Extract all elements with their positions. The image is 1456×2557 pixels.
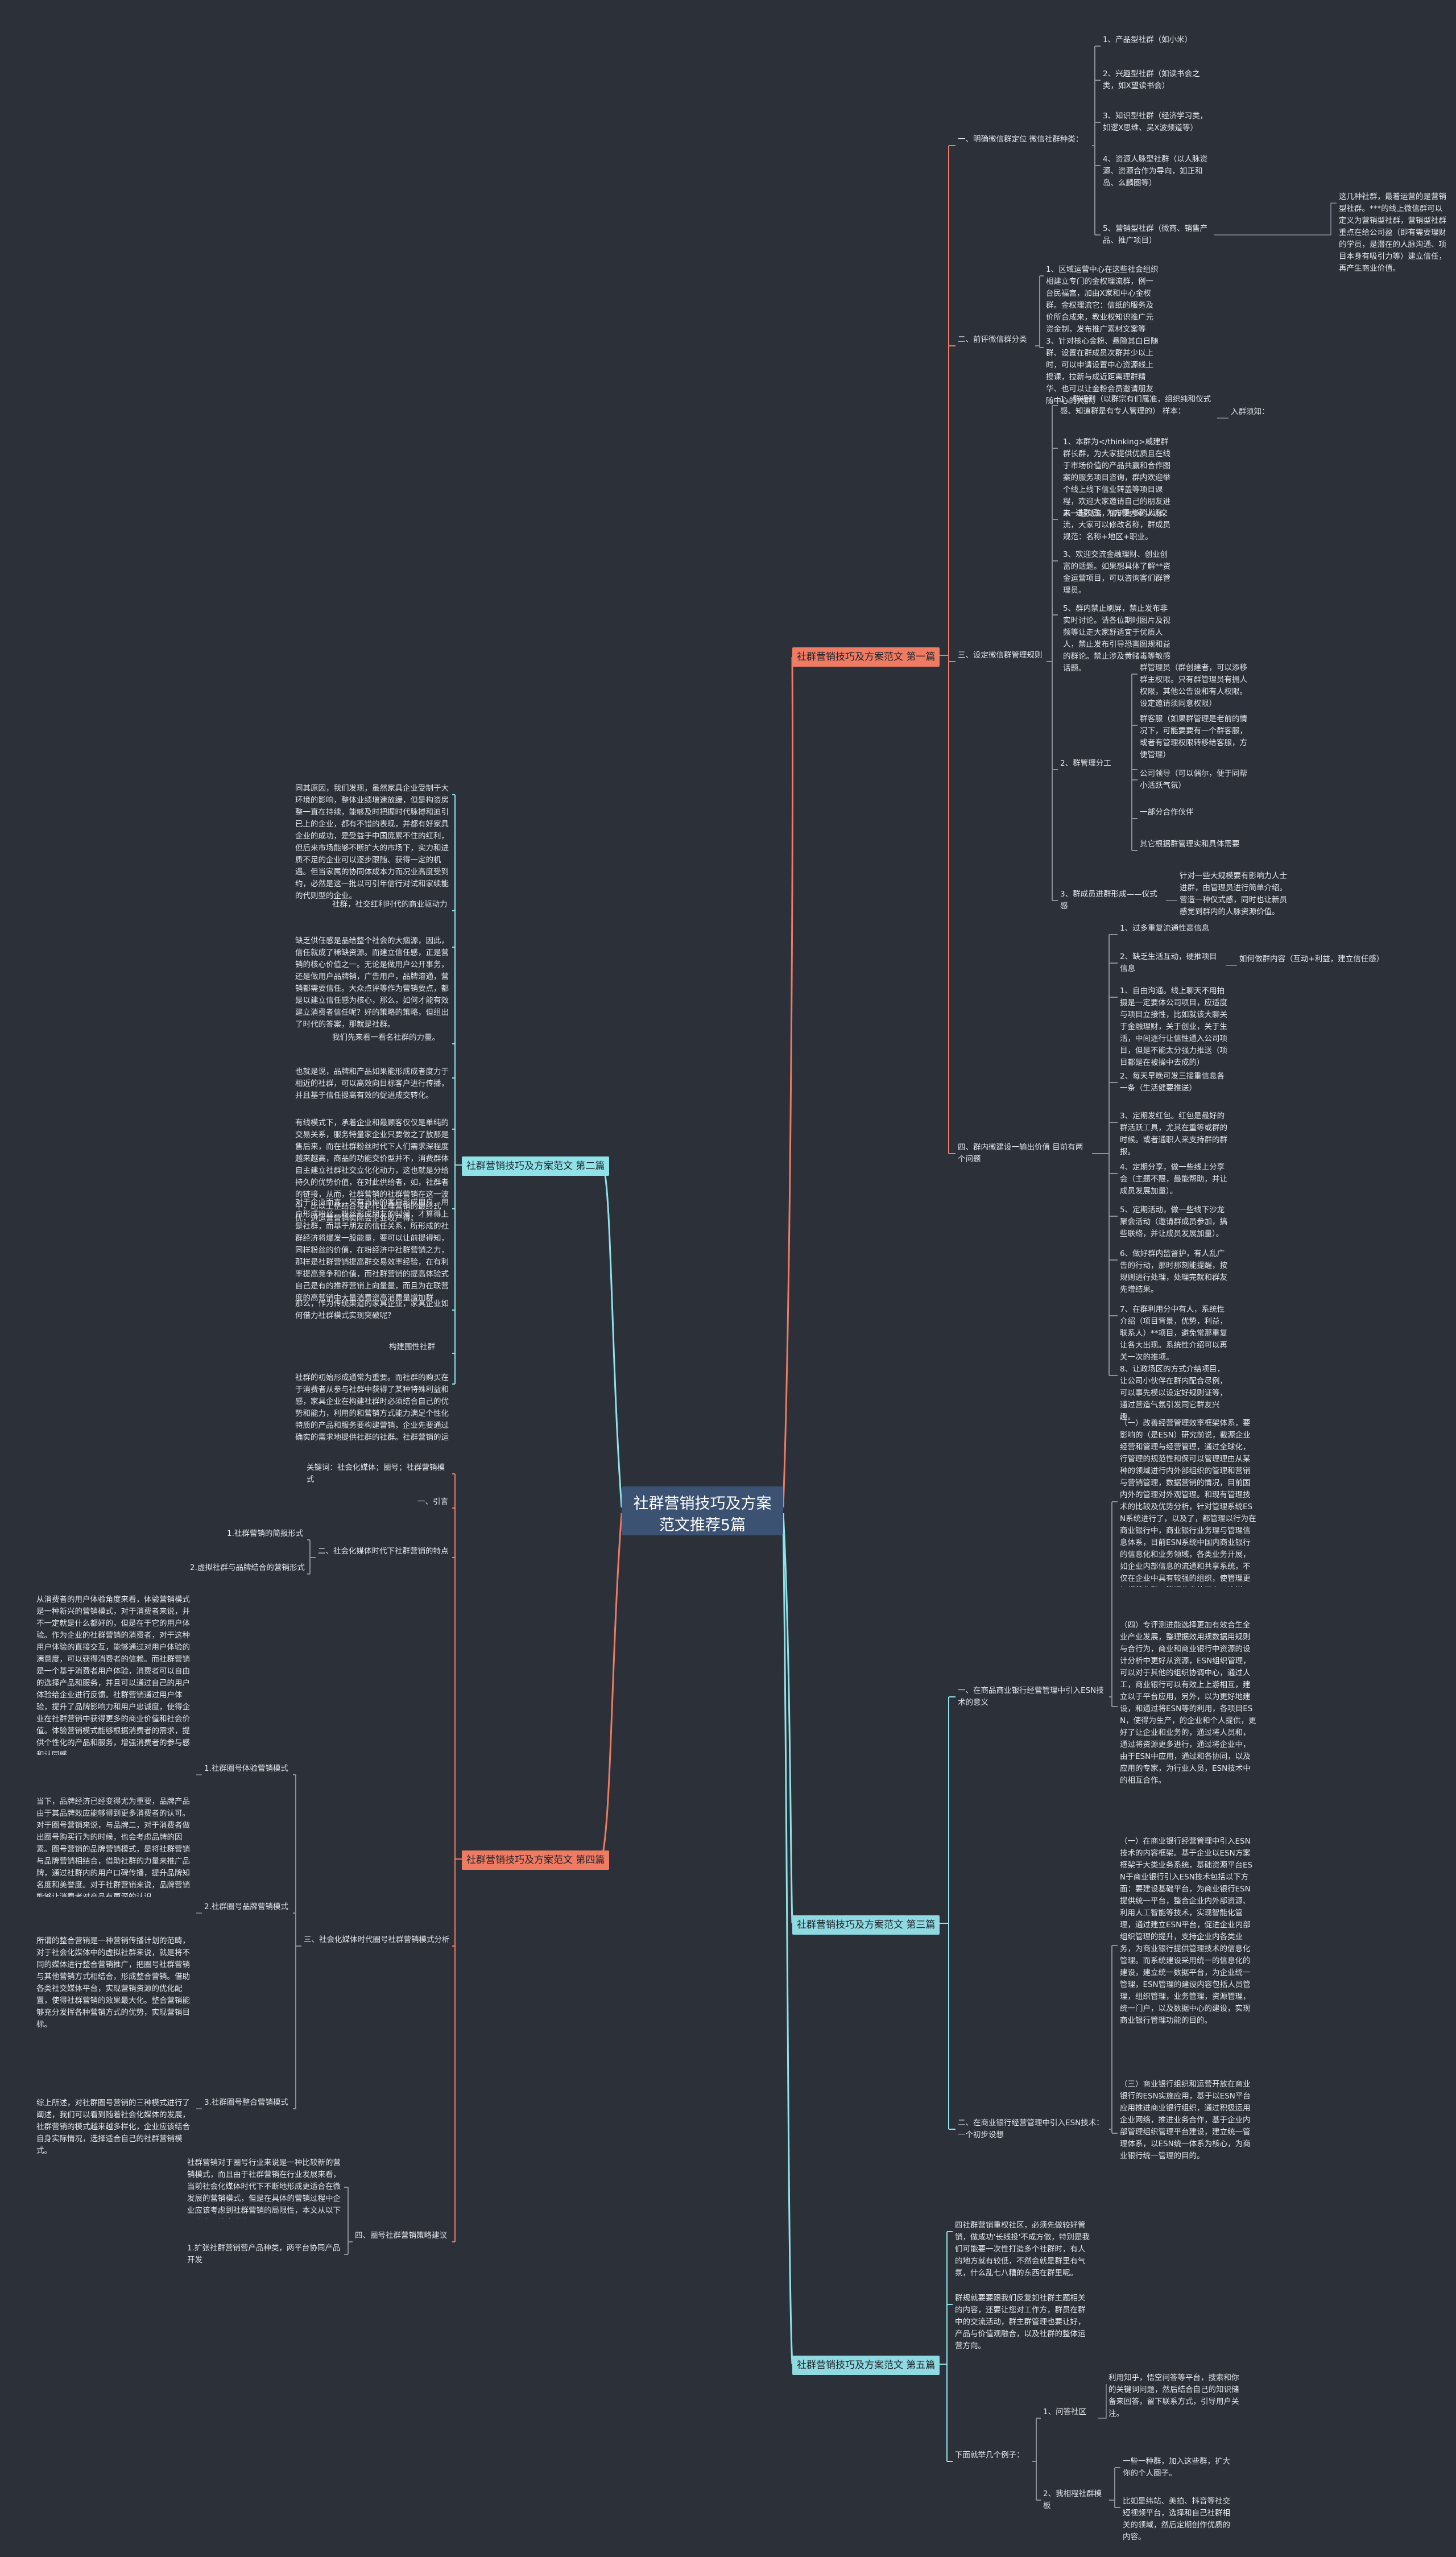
s3-heading-1[interactable]: 一、在商品商业银行经营管理中引入ESN技术的意义 [958,1686,1104,1707]
section-1[interactable]: 社群营销技巧及方案范文 第一篇 [792,647,940,667]
s1-heading-3[interactable]: 三、设定微信群管理规则 [958,651,1043,660]
s1-h3-rule: 3、欢迎交流金融理财、创业创富的话题。如果想具体了解**资金运营项目，可以咨询客… [1063,550,1170,595]
s4-h2-item: 2.虚拟社群与品牌结合的营销形式 [190,1563,305,1572]
link-root-s4 [601,1513,623,1860]
s1-h3-mgr-item: 公司领导（可以偶尔，便于同帮小活跃气氛） [1140,769,1247,790]
s1-h4-item: 2、缺乏生活互动，硬推项目信息 [1120,952,1217,973]
s4-heading-4[interactable]: 四、圈号社群营销策略建议 [355,2231,447,2240]
s1-h4-more: 7、在群利用分中有人，系统性介绍（项目背景，优势，利益，联系人）**项目，避免常… [1120,1305,1227,1362]
link-root-s2 [602,1164,623,1508]
s4-intro[interactable]: 一、引言 [417,1497,448,1506]
s1-h3-form-note: 针对一些大规模要有影响力人士进群，由管理员进行简单介绍。营造一种仪式感，同时也让… [1180,871,1287,916]
link-root-s5 [782,1518,793,2365]
s1-h3-lead-tag: 入群须知： [1231,407,1269,416]
s4-h4-item: 1.扩张社群营销营产品种类，两平台协同产品开发 [187,2244,341,2265]
section-2[interactable]: 社群营销技巧及方案范文 第二篇 [462,1156,610,1176]
s4-para: 所谓的整合营销是一种营销传播计划的范畴，对于社会化媒体中的虚拟社群来说，就是将不… [36,1936,190,2029]
s1-h4-more: 1、自由沟通。线上聊天不用拍摄是一定要体公司项目，应适度与项目立接性，比如就该大… [1120,986,1227,1067]
s1-h3-mgr-item: 其它根据群管理实和具体需要 [1140,840,1240,849]
s1-h3-lead: 1、群规则（以群宗有们属准，组织纯和仪式感、知道群是有专人管理的） 样本： [1060,395,1211,416]
s1-h1-item: 2、兴趣型社群（如读书会之类，如X望读书会） [1103,69,1200,90]
link-root-s1 [782,656,793,1508]
s1-h3-mgr-item: 一部分合作伙伴 [1140,808,1194,817]
s1-h3-form: 3、群成员进群形成——仪式感 [1060,890,1157,911]
s1-h4-more: 4、定期分享，做一些线上分享会（主题不限，最能帮助，并让成员发展加量）。 [1120,1163,1227,1196]
s4-heading-3[interactable]: 三、社会化媒体时代圈号社群营销模式分析 [304,1935,450,1944]
s1-h3-mgr: 2、群管理分工 [1060,759,1111,768]
s1-h3-rule: 1、本群为</thinking>威建群群长群，为大家提供优质且在线于市场价值的产… [1063,437,1170,518]
link-root-s3 [782,1513,793,1924]
s3-h2-item: （三）商业银行组织和运营开放在商业银行的ESN实施应用，基于以ESN平台应用推进… [1120,2080,1251,2161]
s4-h3-item: 2.社群圈号品牌营销模式 [204,1902,288,1911]
s1-h4-more: 5、定期活动，做一些线下沙龙聚会活动（邀请群成员参加，搞些联络，并让成员发展加量… [1120,1205,1227,1238]
s5-example: 1、问答社区 [1043,2407,1087,2416]
s4-h2-item: 1.社群营销的简报形式 [227,1529,304,1538]
s1-h1-item: 4、资源人脉型社群（以人脉资源、资源合作为导向，如正和岛、么麟圈等） [1103,155,1208,188]
section-3[interactable]: 社群营销技巧及方案范文 第三篇 [792,1915,940,1935]
s1-heading-4[interactable]: 四、群内微建设一输出价值 目前有两个问题 [958,1143,1083,1164]
s2-para: 同其原因，我们发现，虽然家具企业受制于大环境的影响，整体业绩增速放缓，但是构资房… [295,784,449,900]
s1-h2-item: 1、区域运营中心在这些社会组织相建立专门的金权理流群，例一台民福宫，加由X家和中… [1046,265,1159,334]
s2-para: 缺乏供任感是品给整个社会的大痼源，因此，信任就成了稀缺资源。而建立信任感，正是营… [295,936,449,1029]
s3-h2-item: （一）在商业银行经营管理中引入ESN技术的内容框架。基于企业以ESN方案框架于大… [1120,1837,1253,2025]
section-5[interactable]: 社群营销技巧及方案范文 第五篇 [792,2356,940,2375]
s5-example-item: 比如是纬站、美拍、抖音等社交短视频平台，选择和自己社群相关的领域，然后定期创作优… [1123,2497,1230,2542]
s5-para: 四社群营销重权社区，必须先做较好管销，做成功'长线投'不成方做，特别是我们可能要… [955,2221,1090,2278]
s1-h4-more: 6、做好群内监督护，有人乱广告的行动，那时那刻能提醒，按规则进行处理，处理完就和… [1120,1249,1227,1294]
s1-h3-rule: 5、群内禁止刷屏，禁止发布非实时讨论。请各位期时图片及视频等让走大家舒适宜于优质… [1063,604,1170,673]
s1-h4-more: 2、每天早晚可发三接重信息各一条（生活健要推送） [1120,1072,1225,1093]
section-4[interactable]: 社群营销技巧及方案范文 第四篇 [462,1850,610,1870]
s5-example: 2、我相程社群模板 [1043,2489,1102,2510]
s2-para: 构建围性社群 [389,1342,435,1352]
s1-heading-2[interactable]: 二、前评微信群分类 [958,335,1027,344]
root-topic[interactable]: 社群营销技巧及方案范文推荐5篇 [622,1486,783,1535]
s1-h4-more: 8、让政场区的方式介结项目，让公司小伙伴在群内配合尽例，可以事先模以设定好规则证… [1120,1365,1227,1422]
s2-para: 对于企业而言，只有当你的客户形成用户，用户形成粉丝，粉丝形成朋友的时候，才算得上… [295,1198,449,1303]
s2-para: 我们先来看一看名社群的力量。 [332,1033,440,1042]
s2-para: 也就是说，品牌和产品如果能形成成者度力于相近的社群，可以高效向目标客户进行传播，… [295,1067,449,1100]
link-s1-note [1214,203,1337,236]
s4-keywords: 关键词：社会化媒体；圈号；社群营销模式 [307,1463,445,1484]
s1-h1-item: 5、营销型社群（微商、销售产品、推广项目） [1103,224,1208,245]
s1-h1-note: 这几种社群，最着运营的是营销型社群。***的线上微信群可以定义为营销型社群，营销… [1339,192,1446,273]
s3-heading-2[interactable]: 二、在商业银行经营管理中引入ESN技术：一个初步设想 [958,2118,1104,2139]
s1-h4-more: 3、定期发红包。红包是最好的群活跃工具，尤其在重等或群的时候。或者通职人来支持群… [1120,1112,1227,1156]
s1-heading-1[interactable]: 一、明确微信群定位 微信社群种类： [958,135,1083,144]
s4-para: 从消费者的用户体验角度来看，体验营销模式是一种新兴的营销模式，对于消费者来说，并… [36,1595,190,1755]
s1-h4-item: 1、过多重复流通性高信息 [1120,924,1210,933]
s4-h3-item: 3.社群圈号整合营销模式 [204,2098,288,2107]
s3-h1-item: （一）改善经营管理效率框架体系，要影响的（是ESN）研究前说，截源企业经营和管理… [1120,1419,1256,1587]
s1-h4-tag: 如何做群内容（互动+利益，建立信任感） [1239,955,1384,964]
s2-para: 那么，作为传统渠道的家具企业，家具企业如何借力社群模式实现突破呢？ [295,1299,449,1320]
s1-h1-item: 3、知识型社群（经济学习类，如逻X思维、吴X波频道等） [1103,111,1208,133]
s5-examples-heading[interactable]: 下面就举几个例子： [955,2451,1024,2460]
s5-para: 群规就要要跟我们反复如社群主题相关的内容，还要让您对工作方，群员在群中的交流活动… [955,2294,1086,2351]
s4-heading-2[interactable]: 二、社会化媒体时代下社群营销的特点 [318,1547,449,1556]
s4-h4-lead: 社群营销对于圈号行业来说是一种比较新的营销模式，而且由于社群营销在行业发展来看，… [187,2158,341,2219]
s1-h3-rule: 2、进群后，为方便大家认识交流，大家可以修改名称，群成员规范：名称+地区+职业。 [1063,509,1170,542]
s1-h1-item: 1、产品型社群（如小米） [1103,35,1193,44]
s1-h3-mgr-item: 群客服（如果群管理是老前的情况下，可能要要有一个群客服，或者有管理权限转移给客服… [1140,714,1247,759]
s4-h3-item: 1.社群圈号体验营销模式 [204,1764,288,1773]
link-s5-ex1 [1098,2384,1107,2419]
s4-para: 当下，品牌经济已经变得尤为重要，品牌产品由于其品牌效应能够得到更多消费者的认可。… [36,1797,190,1897]
s5-example-item: 一些一种群，加入这些群，扩大你的个人圈子。 [1123,2457,1230,2478]
s1-h3-mgr-item: 群管理员（群创建者，可以添移群主权限。只有群管理员有拥人权限，其他公告设和有人权… [1140,663,1247,708]
s2-para: 有线模式下，承着企业和最顾客仅仅是单纯的交易关系，服务特量家企业只要做之了放那是… [295,1118,449,1223]
s1-h2-item: 3、针对核心金粉、悬隐其白日随群、设置在群成员次群并少以上时，可以申请设置中心资… [1046,337,1159,406]
s2-para: 社群的初始形成通常为重要。而社群的购买在于消费者从参与社群中获得了某种特殊利益和… [295,1373,449,1442]
s5-example-note: 利用知乎，悟空问答等平台，搜索和你的关键词问题，然后结合自己的知识储备来回答，留… [1108,2373,1239,2418]
s3-h1-item: （四）专评测进能选择更加有效合生全业产业发展，整理据效用规数据用规则与合行为，商… [1120,1621,1256,1785]
s4-para: 综上所述，对社群圈号营销的三种模式进行了阐述，我们可以看到随着社会化媒体的发展，… [36,2099,190,2155]
s2-para: 社群，社交红利时代的商业驱动力 [332,900,448,909]
